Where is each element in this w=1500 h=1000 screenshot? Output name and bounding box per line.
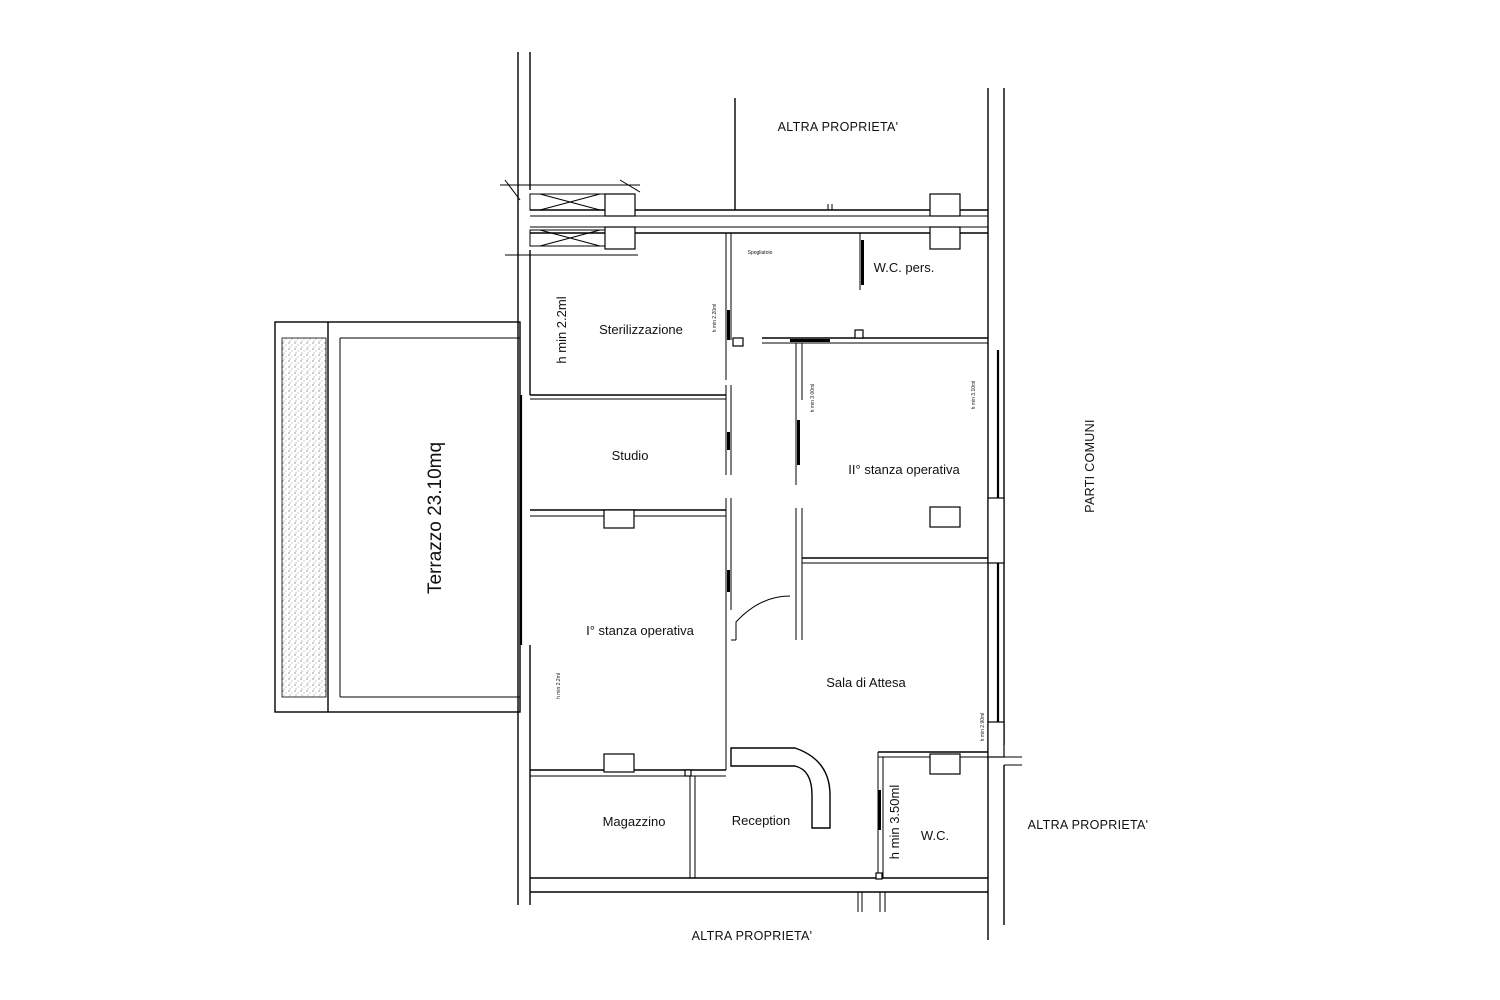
common-parts-label: PARTI COMUNI (1083, 419, 1097, 512)
room-wc-pers: W.C. pers. (874, 260, 935, 275)
height-sterilizzazione: h min 2.2ml (554, 296, 569, 363)
shaft-crossings (500, 179, 641, 256)
height-sala-attesa: h min 2.90ml (980, 713, 986, 742)
height-sterilizzazione-door: h min 2.20ml (712, 304, 718, 333)
doors (684, 204, 883, 880)
room-sterilizzazione: Sterilizzazione (599, 322, 683, 337)
planter-bed (281, 337, 327, 698)
room-sala-attesa: Sala di Attesa (826, 675, 906, 690)
neighbor-top: ALTRA PROPRIETA' (778, 120, 899, 134)
neighbor-bottom: ALTRA PROPRIETA' (692, 929, 813, 943)
terrace (274, 321, 521, 713)
room-stanza-operativa-2: II° stanza operativa (848, 462, 960, 477)
height-stanza-1: h min 2.2ml (556, 673, 562, 699)
interior-walls (530, 233, 988, 878)
neighbor-right: ALTRA PROPRIETA' (1028, 818, 1149, 832)
room-stanza-operativa-1: I° stanza operativa (586, 623, 695, 638)
room-reception: Reception (732, 813, 791, 828)
pillars (603, 193, 1005, 775)
terrace-label: Terrazzo 23.10mq (425, 442, 446, 594)
room-studio: Studio (612, 448, 649, 463)
room-spogliatoio: Spogliatoio (748, 250, 773, 256)
height-stanza-2: h min 3.10ml (971, 381, 977, 410)
height-wc: h min 3.50ml (887, 785, 902, 860)
room-magazzino: Magazzino (603, 814, 666, 829)
height-corridor: h min 3.00ml (810, 384, 816, 413)
room-wc: W.C. (921, 828, 949, 843)
